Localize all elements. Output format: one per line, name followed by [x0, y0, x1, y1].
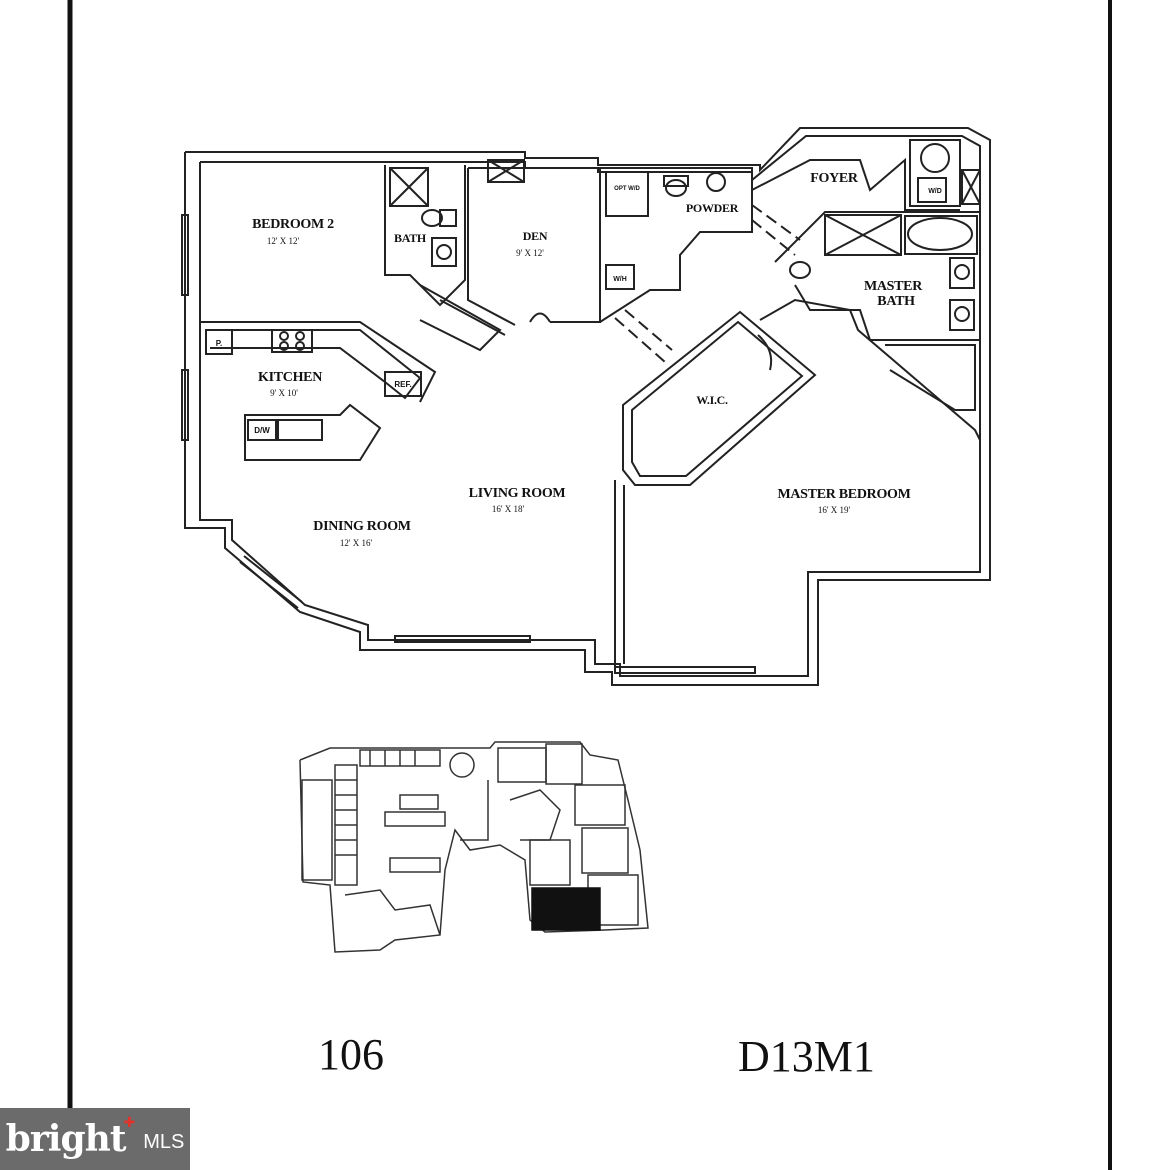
- bedroom2-dims: 12' X 12': [267, 236, 300, 246]
- master-bedroom-label: MASTER BEDROOM: [777, 487, 910, 502]
- bedroom2-wall: [200, 321, 437, 403]
- opt-wd-label: OPT W/D: [614, 186, 640, 192]
- master-shower: [824, 214, 902, 256]
- dining-label: DINING ROOM: [313, 519, 411, 534]
- bath-wall: [384, 165, 466, 307]
- wic-door: [757, 334, 773, 371]
- model-code: D13M1: [738, 1032, 875, 1081]
- foyer-hall-1: [751, 204, 801, 241]
- key-unit-highlight: [531, 887, 601, 931]
- water-heater-label: W/H: [613, 276, 627, 283]
- powder-wall: [599, 167, 753, 323]
- room-labels: BEDROOM 2 12' X 12' BATH DEN 9' X 12' PO…: [252, 171, 923, 548]
- den-shelf: [487, 159, 525, 183]
- key-plan-outline: [299, 741, 649, 953]
- dishwasher: [247, 419, 277, 441]
- kitchen-island: [244, 403, 382, 461]
- wic-label: W.I.C.: [696, 393, 728, 407]
- kitchen-label: KITCHEN: [258, 370, 322, 385]
- foyer-wall: [751, 157, 960, 211]
- cooktop: [277, 419, 323, 441]
- kitchen-dims: 9' X 10': [270, 388, 298, 398]
- den-dims: 9' X 12': [516, 248, 544, 258]
- bedroom2-label: BEDROOM 2: [252, 217, 334, 232]
- master-bath-label-2: BATH: [877, 294, 915, 309]
- bath-toilet: [421, 209, 443, 227]
- closet-bed2: [419, 284, 502, 352]
- outer-wall: [184, 127, 991, 686]
- dining-dims: 12' X 16': [340, 538, 373, 548]
- hall-dash-1: [614, 317, 666, 363]
- watermark-suffix: MLS: [143, 1130, 185, 1153]
- master-toilet: [789, 261, 811, 279]
- hall-dash-2: [624, 309, 673, 351]
- wic-outline: [622, 310, 817, 486]
- refrigerator-label: REF.: [394, 380, 411, 389]
- master-sink-2: [949, 299, 975, 331]
- living-dims: 16' X 18': [492, 504, 525, 514]
- den-label: DEN: [523, 229, 548, 243]
- bright-mls-watermark: bright ✚ MLS: [0, 1108, 190, 1170]
- foyer-label: FOYER: [810, 171, 859, 186]
- window-bottom-1: [394, 635, 531, 643]
- den-wall: [468, 167, 601, 323]
- window-diag: [239, 561, 299, 609]
- living-label: LIVING ROOM: [469, 486, 566, 501]
- master-closet: [885, 344, 976, 411]
- bath-sink: [431, 237, 457, 267]
- master-sink-1: [949, 257, 975, 289]
- bath-label: BATH: [394, 231, 427, 245]
- dishwasher-label: D/W: [254, 426, 270, 435]
- powder-sink: [706, 172, 726, 192]
- building-key-plan: [299, 741, 649, 953]
- window-diag-2: [243, 555, 303, 603]
- master-bedroom-dims: 16' X 19': [818, 505, 851, 515]
- watermark-plus-icon: ✚: [123, 1115, 136, 1131]
- range-top: [271, 329, 313, 353]
- fixture-labels: P. REF. D/W W/D W/H OPT W/D: [216, 186, 942, 435]
- bath-shower: [389, 167, 429, 207]
- unit-outline: [181, 127, 991, 686]
- master-bath-wall: [774, 211, 980, 263]
- powder-label: POWDER: [686, 201, 739, 215]
- powder-toilet: [665, 179, 687, 197]
- key-left-wing: [301, 779, 333, 881]
- den-door: [529, 312, 551, 323]
- wh-closet: [605, 264, 635, 290]
- foyer-closet: [909, 139, 961, 207]
- unit-number: 106: [318, 1030, 384, 1079]
- refrigerator: [384, 371, 422, 397]
- window-bottom-2: [614, 666, 756, 674]
- master-bath-label-1: MASTER: [864, 279, 923, 294]
- opt-wd-closet: [605, 171, 649, 217]
- washer-dryer-label: W/D: [928, 188, 942, 195]
- window-left-1: [181, 214, 189, 296]
- master-tub: [907, 217, 973, 251]
- pantry-label: P.: [216, 339, 223, 348]
- pantry: [205, 329, 233, 355]
- kitchen-counter: [210, 329, 422, 400]
- window-left-2: [181, 369, 189, 441]
- watermark-brand: bright: [5, 1118, 127, 1160]
